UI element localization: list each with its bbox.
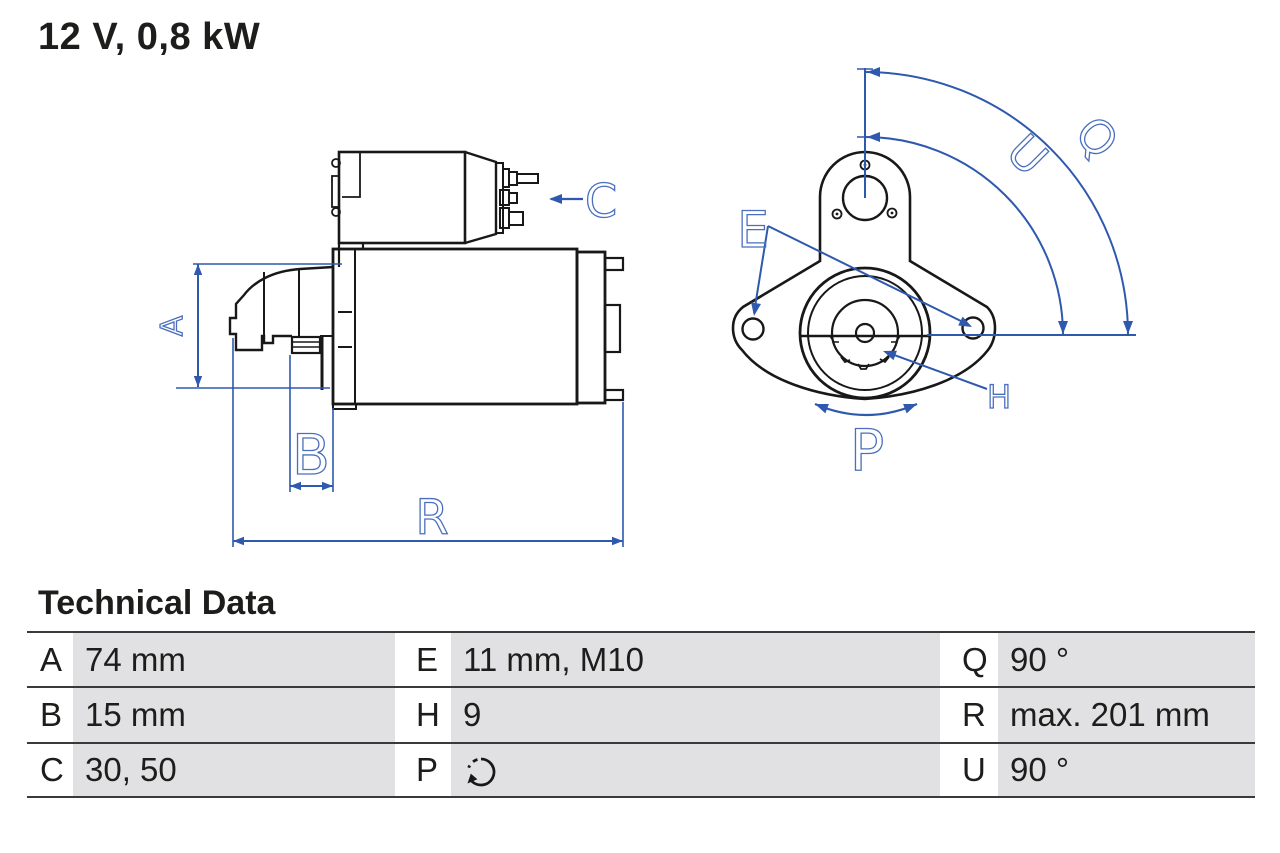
table-row: C 30, 50 P U 90 ° <box>27 744 1255 798</box>
param-key: P <box>395 744 451 796</box>
param-value: 90 ° <box>998 744 1255 796</box>
param-value: 30, 50 <box>73 744 395 796</box>
page-title: 12 V, 0,8 kW <box>38 16 261 58</box>
param-key: B <box>27 688 73 742</box>
technical-data-heading: Technical Data <box>38 584 276 622</box>
param-value: 90 ° <box>998 633 1255 686</box>
mounting-hole-right <box>961 316 985 340</box>
param-value: 11 mm, M10 <box>451 633 940 686</box>
side-view-dimensions: A B R C <box>154 173 624 547</box>
shaft-hole <box>854 322 876 344</box>
dim-label-e: E <box>737 201 769 259</box>
gear-teeth <box>840 356 890 370</box>
technical-drawing: A B R C <box>154 67 1136 547</box>
dim-label-r: R <box>415 490 448 546</box>
table-row: A 74 mm E 11 mm, M10 Q 90 ° <box>27 633 1255 688</box>
dim-label-c: C <box>585 174 617 228</box>
param-key: E <box>395 633 451 686</box>
dimension-arc-u <box>864 136 1064 336</box>
dimension-arc-q <box>864 71 1129 336</box>
pinion-gear <box>290 335 322 355</box>
motor-body <box>331 247 579 406</box>
dim-label-u: U <box>996 124 1058 186</box>
param-key: U <box>940 744 998 796</box>
table-row: B 15 mm H 9 R max. 201 mm <box>27 688 1255 744</box>
param-key: R <box>940 688 998 742</box>
param-key: Q <box>940 633 998 686</box>
mounting-hole-left <box>741 317 765 341</box>
dim-label-q: Q <box>1065 106 1129 169</box>
param-value: 74 mm <box>73 633 395 686</box>
pinion-face <box>830 298 900 368</box>
side-view-drawing <box>228 150 625 410</box>
dim-label-b: B <box>292 423 330 487</box>
dim-label-p: P <box>850 418 884 484</box>
technical-data-table: A 74 mm E 11 mm, M10 Q 90 ° B 15 mm H 9 … <box>27 631 1255 798</box>
param-key: C <box>27 744 73 796</box>
rotation-arc-p <box>814 402 918 417</box>
param-value: 15 mm <box>73 688 395 742</box>
param-value: 9 <box>451 688 940 742</box>
solenoid-terminals <box>499 168 539 229</box>
dimension-leader-e <box>753 225 970 326</box>
dim-label-h: H <box>987 378 1011 416</box>
param-key: H <box>395 688 451 742</box>
param-value <box>451 744 940 796</box>
dimension-leader-h <box>885 351 988 390</box>
param-key: A <box>27 633 73 686</box>
end-cap <box>575 250 607 405</box>
rotation-direction-clockwise-icon <box>467 757 496 787</box>
dim-label-a: A <box>155 315 190 336</box>
param-value: max. 201 mm <box>998 688 1255 742</box>
